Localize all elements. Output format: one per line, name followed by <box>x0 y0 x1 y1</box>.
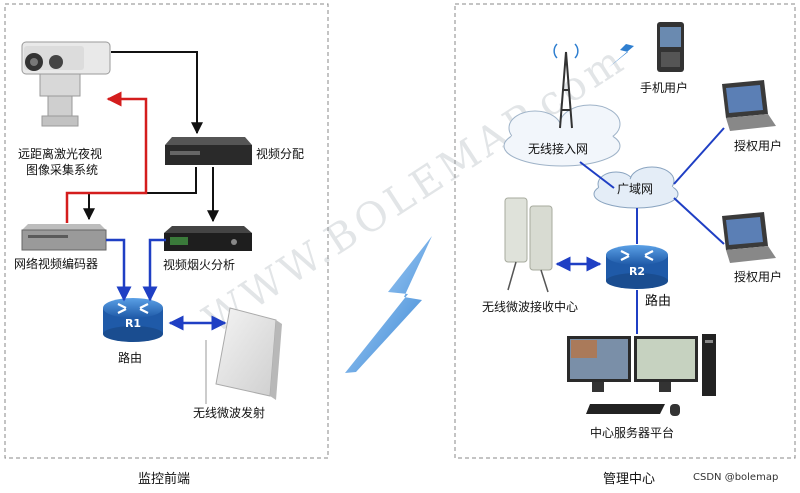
video-splitter-device-icon <box>165 137 252 165</box>
splitter-label: 视频分配 <box>256 146 304 161</box>
right-panel-caption: 管理中心 <box>603 472 655 487</box>
camera-label-line2: 图像采集系统 <box>26 162 98 177</box>
wireless-access-cloud-icon <box>503 104 621 167</box>
camera-to-splitter-arrow <box>111 51 203 135</box>
access-net-to-wan-link <box>579 161 615 189</box>
transmitter-label: 无线微波发射 <box>193 405 265 420</box>
router-r2-badge: R2 <box>629 265 645 278</box>
night-vision-camera-icon <box>21 41 111 127</box>
router-r1-icon <box>103 298 163 342</box>
encoder-to-router-link <box>106 238 132 302</box>
signal-lightning-icon <box>608 30 640 68</box>
router-r1-badge: R1 <box>125 317 141 330</box>
left-panel-caption: 监控前端 <box>138 471 190 487</box>
router-r2-icon <box>606 245 668 289</box>
router-r1-label: 路由 <box>118 350 142 365</box>
analyzer-label: 视频烟火分析 <box>163 257 235 272</box>
access-net-label: 无线接入网 <box>528 141 588 156</box>
receiver-label: 无线微波接收中心 <box>482 299 578 314</box>
camera-label-line1: 远距离激光夜视 <box>18 146 102 161</box>
smoke-fire-analyzer-icon <box>164 226 252 251</box>
wan-cloud-icon <box>593 166 679 209</box>
network-video-encoder-icon <box>21 224 107 251</box>
microwave-receiver-antenna-icon <box>504 197 553 293</box>
encoder-label: 网络视频编码器 <box>14 256 98 271</box>
server-label: 中心服务器平台 <box>590 425 674 440</box>
right-panel-border <box>454 3 796 459</box>
wireless-lightning-icon <box>345 236 432 373</box>
analyzer-to-router-link <box>142 238 166 302</box>
wan-to-auth-user-1-link <box>673 127 725 185</box>
encoder-to-camera-control-arrow <box>65 91 148 223</box>
left-panel-border <box>4 3 329 459</box>
auth-user-2-label: 授权用户 <box>734 269 782 284</box>
router-r2-label: 路由 <box>645 293 671 309</box>
wan-to-auth-user-2-link <box>673 197 725 245</box>
auth-user-1-label: 授权用户 <box>734 138 782 153</box>
laptop-icon-2 <box>722 212 776 263</box>
wireless-tower-icon <box>553 43 579 129</box>
mobile-phone-icon <box>657 22 684 72</box>
wan-label: 广域网 <box>617 182 653 196</box>
central-server-workstation-icon <box>567 334 716 416</box>
laptop-icon-1 <box>722 80 776 131</box>
mobile-user-label: 手机用户 <box>640 80 688 95</box>
microwave-transmitter-panel-icon <box>215 307 282 400</box>
csdn-credit: CSDN @bolemap <box>693 472 778 483</box>
